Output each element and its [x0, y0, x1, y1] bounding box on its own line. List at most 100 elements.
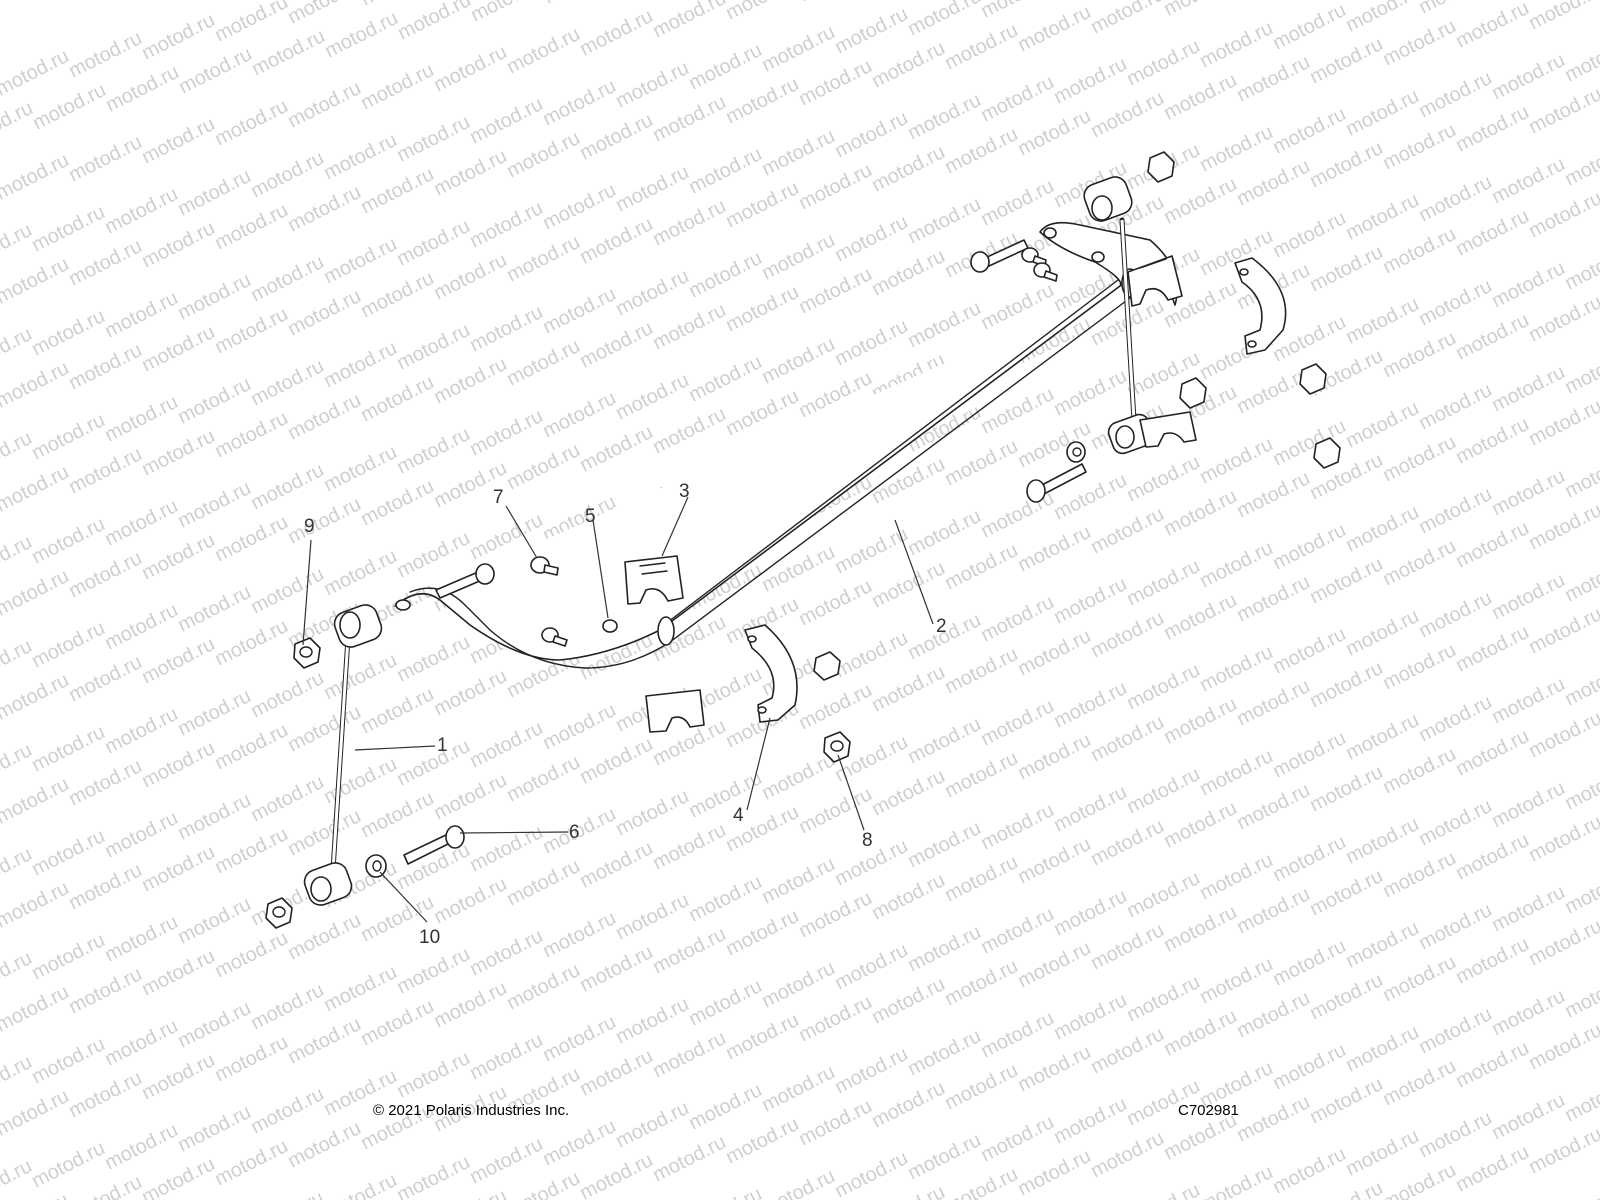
watermark-text: motod.ru	[65, 963, 145, 1018]
watermark-text: motod.ru	[1415, 275, 1495, 330]
watermark-text: motod.ru	[1415, 587, 1495, 642]
watermark-text: motod.ru	[1050, 1093, 1130, 1148]
watermark-text: motod.ru	[1525, 395, 1600, 450]
callout-labels: 1 2 3 4 5 6 7 8 9 10	[304, 481, 947, 948]
watermark-text: motod.ru	[0, 323, 36, 378]
watermark-text: motod.ru	[576, 109, 656, 164]
watermark-text: motod.ru	[430, 977, 510, 1032]
watermark-text: motod.ru	[1306, 1073, 1386, 1128]
watermark-text: motod.ru	[1087, 607, 1167, 662]
watermark-text: motod.ru	[1233, 1091, 1313, 1146]
watermark-text: motod.ru	[576, 1045, 656, 1100]
callout-7: 7	[493, 487, 504, 508]
stud-left-lower	[541, 627, 568, 647]
watermark-text: motod.ru	[1561, 1071, 1600, 1126]
watermark-text: motod.ru	[467, 0, 547, 26]
watermark-text: motod.ru	[0, 149, 73, 204]
watermark-text: motod.ru	[211, 1135, 291, 1190]
watermark-text: motod.ru	[1160, 69, 1240, 124]
watermark-text: motod.ru	[1123, 659, 1203, 714]
watermark-text: motod.ru	[576, 421, 656, 476]
watermark-text: motod.ru	[795, 0, 875, 6]
watermark-text: motod.ru	[28, 825, 108, 880]
watermark-text: motod.ru	[1269, 935, 1349, 990]
watermark-text: motod.ru	[138, 217, 218, 272]
watermark-text: motod.ru	[174, 581, 254, 636]
watermark-text: motod.ru	[1415, 483, 1495, 538]
callout-2: 2	[936, 616, 947, 637]
watermark-text: motod.ru	[320, 233, 400, 288]
watermark-text: motod.ru	[1561, 31, 1600, 86]
watermark-text: motod.ru	[977, 591, 1057, 646]
watermark-text: motod.ru	[357, 787, 437, 842]
watermark-text: motod.ru	[1123, 555, 1203, 610]
watermark-text: motod.ru	[28, 617, 108, 672]
watermark-text: motod.ru	[941, 539, 1021, 594]
watermark-text: motod.ru	[503, 855, 583, 910]
watermark-text: motod.ru	[1488, 49, 1568, 104]
watermark-text: motod.ru	[1014, 1041, 1094, 1096]
callout-10: 10	[419, 927, 440, 948]
watermark-text: motod.ru	[1488, 985, 1568, 1040]
watermark-text: motod.ru	[1050, 53, 1130, 108]
watermark-text: motod.ru	[1087, 87, 1167, 142]
watermark-text: motod.ru	[868, 1077, 948, 1132]
bushing-right-upper	[1127, 255, 1183, 307]
watermark-text: motod.ru	[576, 1149, 656, 1200]
callout-4: 4	[733, 805, 744, 826]
watermark-text: motod.ru	[685, 39, 765, 94]
bushing-lower	[645, 689, 705, 733]
watermark-text: motod.ru	[138, 945, 218, 1000]
watermark-text: motod.ru	[466, 717, 546, 772]
watermark-text: motod.ru	[1342, 293, 1422, 348]
watermark-text: motod.ru	[539, 75, 619, 130]
watermark-text: motod.ru	[1050, 677, 1130, 732]
watermark-text: motod.ru	[1014, 625, 1094, 680]
watermark-text: motod.ru	[393, 319, 473, 374]
watermark-text: motod.ru	[649, 819, 729, 874]
watermark-text: motod.ru	[320, 441, 400, 496]
watermark-text: motod.ru	[941, 1163, 1021, 1200]
watermark-text: motod.ru	[1379, 535, 1459, 590]
watermark-text: motod.ru	[649, 91, 729, 146]
watermark-text: motod.ru	[649, 403, 729, 458]
watermark-text: motod.ru	[977, 1007, 1057, 1062]
watermark-text: motod.ru	[101, 495, 181, 550]
watermark-text: motod.ru	[1452, 101, 1532, 156]
watermark-text: motod.ru	[320, 337, 400, 392]
watermark-text: motod.ru	[211, 407, 291, 462]
watermark-text: motod.ru	[28, 201, 108, 256]
watermark-text: motod.ru	[211, 823, 291, 878]
watermark-text: motod.ru	[1488, 257, 1568, 312]
watermark-text: motod.ru	[1415, 1107, 1495, 1162]
watermark-text: motod.ru	[0, 843, 36, 898]
watermark-text: motod.ru	[0, 669, 73, 724]
watermark-text: motod.ru	[1342, 501, 1422, 556]
callout-3: 3	[679, 481, 690, 502]
watermark-text: motod.ru	[685, 351, 765, 406]
watermark-text: motod.ru	[1233, 779, 1313, 834]
watermark-text: motod.ru	[138, 113, 218, 168]
watermark-text: motod.ru	[904, 89, 984, 144]
watermark-text: motod.ru	[65, 235, 145, 290]
watermark-text: motod.ru	[1525, 0, 1600, 34]
bracket-right	[1234, 257, 1287, 355]
watermark-text: motod.ru	[1561, 135, 1600, 190]
watermark-text: motod.ru	[612, 265, 692, 320]
watermark-text: motod.ru	[1306, 241, 1386, 296]
watermark-text: motod.ru	[1525, 187, 1600, 242]
watermark-text: motod.ru	[174, 685, 254, 740]
watermark-text: motod.ru	[795, 887, 875, 942]
watermark-text: motod.ru	[1452, 621, 1532, 676]
watermark-text: motod.ru	[868, 37, 948, 92]
watermark-text: motod.ru	[1306, 137, 1386, 192]
watermark-text: motod.ru	[65, 755, 145, 810]
watermark-text: motod.ru	[466, 925, 546, 980]
watermark-text: motod.ru	[430, 41, 510, 96]
watermark-text: motod.ru	[1379, 431, 1459, 486]
watermark-text: motod.ru	[831, 1147, 911, 1200]
watermark-text: motod.ru	[758, 853, 838, 908]
watermark-text: motod.ru	[1379, 15, 1459, 70]
watermark-text: motod.ru	[0, 877, 73, 932]
watermark-text: motod.ru	[576, 733, 656, 788]
